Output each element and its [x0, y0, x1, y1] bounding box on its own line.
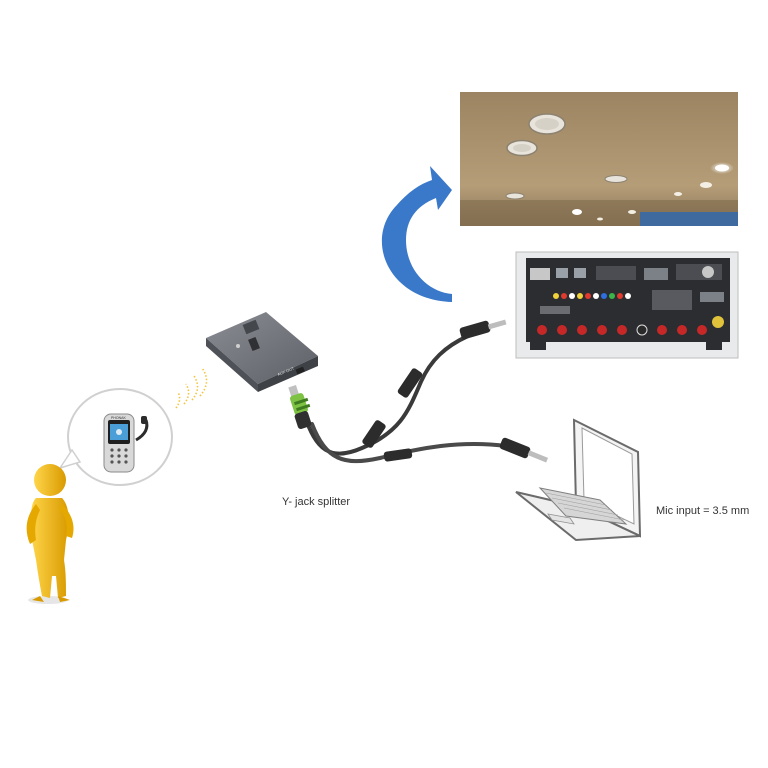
audio-jack-plug: [499, 437, 549, 463]
svg-text:AUX OUT: AUX OUT: [277, 365, 296, 377]
curved-arrow-icon: [381, 166, 452, 302]
phonak-phone-icon: PHONAK: [103, 413, 149, 473]
cable-connector: [362, 368, 423, 462]
wireless-receiver-device: AUX OUT: [206, 312, 318, 392]
phone-bubble: PHONAK: [58, 388, 173, 486]
av-receiver-photo: [515, 251, 739, 359]
mic-input-label: Mic input = 3.5 mm: [656, 505, 750, 517]
y-jack-splitter-label: Y- jack splitter: [282, 496, 351, 508]
wireless-signal-icon: [175, 367, 208, 409]
ceiling-speaker-icon: [506, 139, 538, 157]
audio-jack-plug: [459, 319, 507, 340]
ceiling-speakers-photo: [460, 92, 738, 226]
audio-jack-plug: [288, 385, 312, 429]
person-figure-icon: [26, 464, 74, 604]
phone-brand-label: PHONAK: [111, 416, 126, 420]
ceiling-speaker-icon: [528, 113, 566, 135]
laptop-icon: [515, 418, 642, 542]
y-splitter-cable: [302, 334, 508, 463]
